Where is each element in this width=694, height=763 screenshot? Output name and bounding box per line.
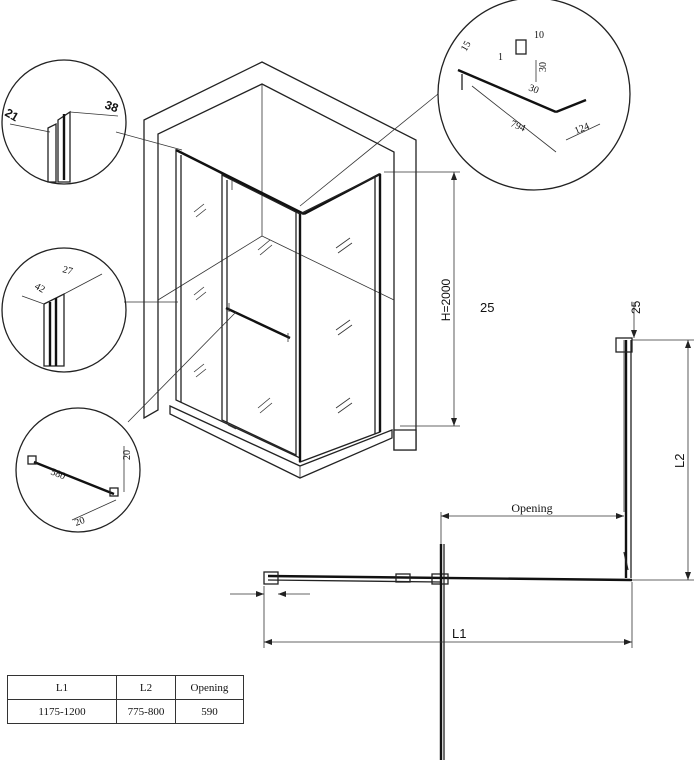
opening-arrow-left <box>441 513 449 519</box>
side-dim-27: 27 <box>61 264 74 277</box>
corner-profile-left <box>47 122 57 183</box>
front-glass-panel <box>175 148 301 460</box>
plan-view: 25 L2 Opening L1 <box>230 300 694 760</box>
detail-corner-profile: 21 38 <box>1 59 127 185</box>
plan-wall-profile-left <box>263 571 279 585</box>
isometric-view: H=2000 <box>143 61 460 479</box>
handle-dim-20-height: 20 <box>122 450 133 460</box>
side-profile-body <box>43 292 65 367</box>
detail-side-profile: 27 42 <box>1 247 127 373</box>
handle-dim-580: 580 <box>49 467 67 483</box>
handle-post-left <box>27 455 37 465</box>
top-rail-front <box>457 68 557 114</box>
sliding-door <box>221 173 297 457</box>
back-wall <box>143 61 417 451</box>
table-header-l1: L1 <box>7 675 117 700</box>
dim-line-124 <box>565 123 601 141</box>
handle-bar <box>33 460 115 496</box>
leader-handle <box>127 311 237 423</box>
table-cell-opening: 590 <box>175 699 244 724</box>
detail-circle-top-rail <box>437 0 631 191</box>
plan-top-offset-arrow <box>631 330 637 338</box>
handle-dim-20-depth: 20 <box>73 515 86 529</box>
dim-line-handle-depth <box>71 499 117 521</box>
dimension-table: L1 L2 Opening 1175-1200 775-800 590 <box>7 675 244 724</box>
right-wall-end <box>393 429 417 451</box>
floating-dimension-25: 25 <box>480 300 494 315</box>
dim-line-21 <box>9 123 51 133</box>
table-header-row: L1 L2 Opening <box>7 675 244 700</box>
l1-arrow-left <box>264 639 272 645</box>
plan-front-panel-inner <box>267 579 441 583</box>
height-arrow-top <box>451 172 457 180</box>
dim-line-42 <box>21 295 45 305</box>
detail-circle-corner <box>1 59 127 185</box>
rail-dim-30-a: 30 <box>538 62 549 72</box>
rail-dim-15: 15 <box>459 39 474 53</box>
opening-arrow-right <box>616 513 624 519</box>
table-header-opening: Opening <box>175 675 244 700</box>
detail-top-rail: 10 1 15 30 30 794 124 <box>437 0 631 191</box>
corner-dim-38: 38 <box>103 98 121 116</box>
rail-dim-794: 794 <box>509 119 527 135</box>
side-glass-panel <box>299 172 381 463</box>
table-row: 1175-1200 775-800 590 <box>7 699 244 724</box>
left-offset-arrow-a <box>256 591 264 597</box>
front-top-rail <box>175 148 305 216</box>
rail-dim-124: 124 <box>573 121 591 137</box>
leader-corner-profile <box>115 131 183 151</box>
rail-section <box>515 39 527 55</box>
detail-circle-side <box>1 247 127 373</box>
plan-top-offset-label: 25 <box>629 300 643 314</box>
top-rail-return <box>555 98 587 114</box>
plan-door-stopper <box>395 573 411 583</box>
detail-handle: 580 20 20 <box>15 407 141 533</box>
height-label: H=2000 <box>439 278 453 321</box>
plan-front-panel <box>267 574 633 582</box>
rail-dim-30-b: 30 <box>527 83 540 97</box>
towel-bar <box>225 306 291 340</box>
leader-top-rail <box>299 93 439 207</box>
l2-arrow-top <box>685 340 691 348</box>
left-offset-arrow-b <box>278 591 286 597</box>
dim-line-794 <box>471 85 557 153</box>
shower-tray <box>169 404 393 479</box>
corner-profile-right <box>57 110 71 183</box>
rail-dim-1: 1 <box>498 52 503 63</box>
table-header-l2: L2 <box>116 675 176 700</box>
l1-arrow-right <box>624 639 632 645</box>
table-cell-l2: 775-800 <box>116 699 176 724</box>
glass-hatch-marks <box>193 203 353 414</box>
plan-side-hinge <box>623 551 629 571</box>
door-guide-bottom <box>227 424 237 430</box>
side-dim-42: 42 <box>33 281 47 296</box>
wall-floor-left <box>157 235 263 301</box>
leader-lines <box>115 93 439 423</box>
rail-dim-10: 10 <box>534 30 544 41</box>
height-arrow-bottom <box>451 418 457 426</box>
dim-line-27 <box>63 273 103 295</box>
detail-circle-handle <box>15 407 141 533</box>
corner-dim-21: 21 <box>3 105 22 124</box>
table-cell-l1: 1175-1200 <box>7 699 117 724</box>
l2-label: L2 <box>672 454 687 468</box>
l1-label: L1 <box>452 626 466 641</box>
opening-label: Opening <box>511 501 552 515</box>
handle-post-right <box>109 487 119 497</box>
dim-line-38 <box>69 111 119 117</box>
l2-arrow-bottom <box>685 572 691 580</box>
wall-floor-right <box>261 235 395 301</box>
